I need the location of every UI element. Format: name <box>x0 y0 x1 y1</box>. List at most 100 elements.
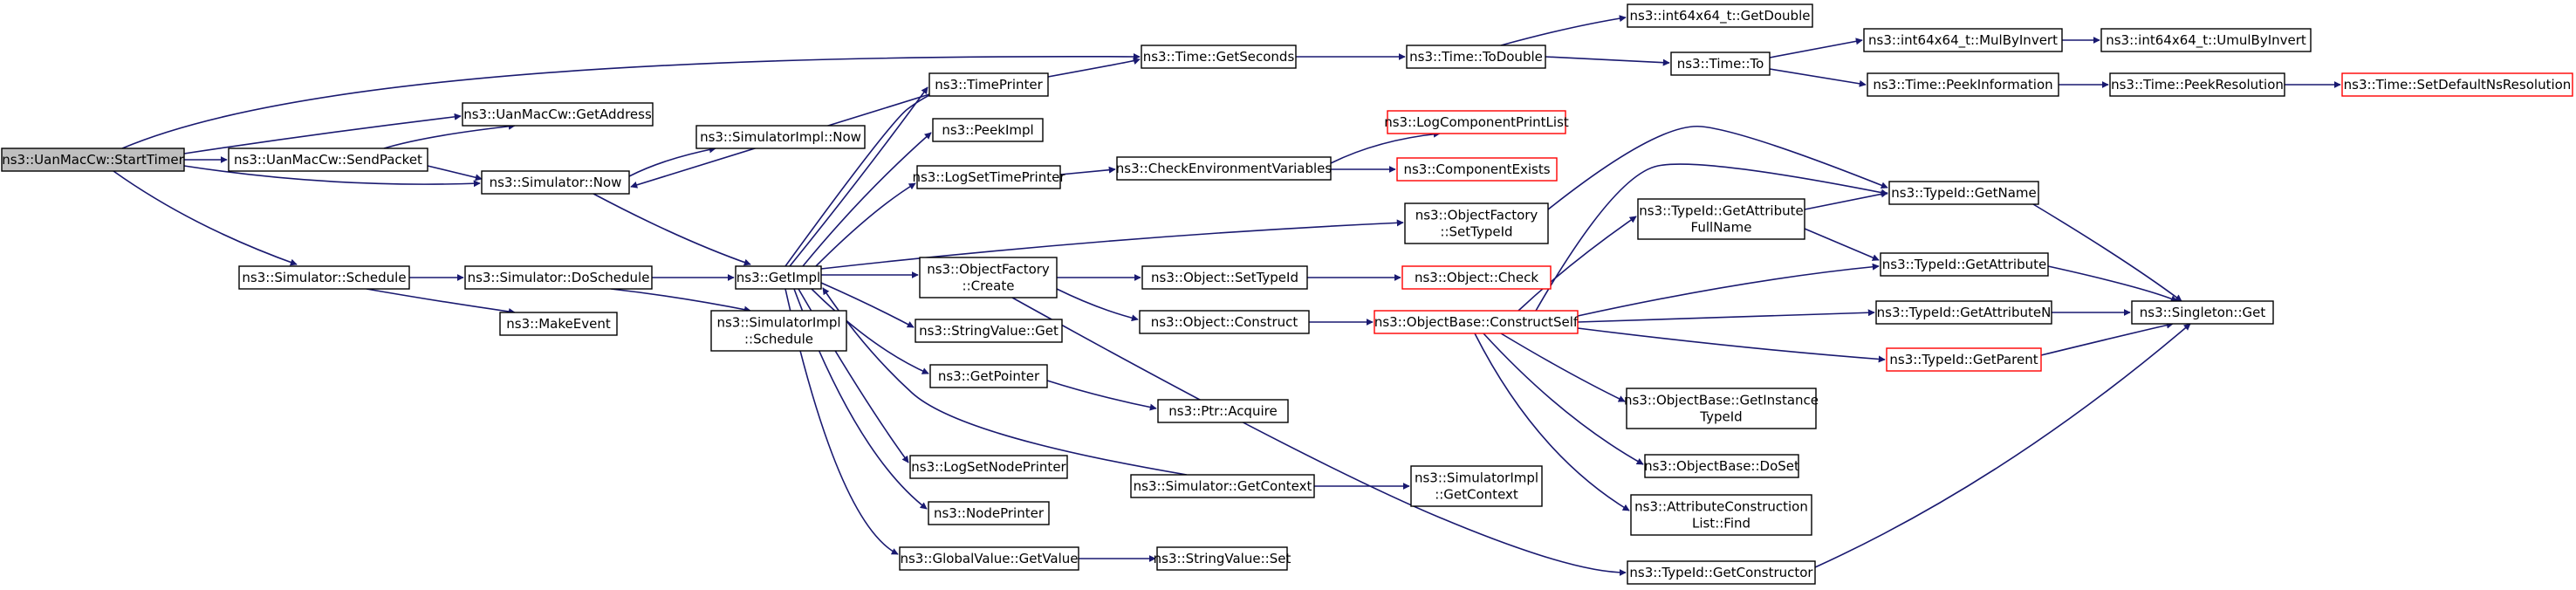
node-label: ns3::Object::SetTypeId <box>1151 270 1298 285</box>
node-n41[interactable]: ns3::int64x64_t::MulByInvert <box>1863 28 2063 52</box>
node-n14[interactable]: ns3::ObjectFactory::Create <box>919 257 1058 298</box>
node-box <box>481 170 630 195</box>
node-label: ns3::TimePrinter <box>935 77 1043 93</box>
node-label: ns3::UanMacCw::StartTimer <box>2 152 184 168</box>
edge-n35-to-n41 <box>1769 38 1863 58</box>
edge-n4-to-n10 <box>593 193 751 266</box>
node-n19[interactable]: ns3::GlobalValue::GetValue <box>899 546 1079 571</box>
nodes-layer: ns3::UanMacCw::StartTimer ns3::UanMacCw::… <box>1 3 2573 585</box>
node-n38[interactable]: ns3::ObjectBase::DoSet <box>1644 454 1799 478</box>
node-box <box>1141 265 1308 290</box>
node-n24[interactable]: ns3::Object::Construct <box>1139 310 1310 334</box>
edge-n2-to-n3 <box>383 122 516 149</box>
node-n23[interactable]: ns3::Object::SetTypeId <box>1141 265 1308 290</box>
edge-n4-to-n5 <box>628 146 716 177</box>
node-n20[interactable]: ns3::Time::GetSeconds <box>1141 45 1297 69</box>
node-n13[interactable]: ns3::LogSetTimePrinter <box>912 165 1065 189</box>
node-label: ns3::Time::To <box>1677 56 1764 72</box>
node-n16[interactable]: ns3::GetPointer <box>929 364 1048 388</box>
node-label: ::GetContext <box>1435 487 1518 503</box>
node-n44[interactable]: ns3::TypeId::GetAttribute <box>1880 252 2049 277</box>
node-n35[interactable]: ns3::Time::To <box>1670 51 1771 76</box>
node-n9[interactable]: ns3::SimulatorImpl::Schedule <box>710 310 847 352</box>
node-label: ns3::GetPointer <box>938 368 1040 384</box>
node-n50[interactable]: ns3::Time::SetDefaultNsResolution <box>2341 72 2573 97</box>
node-label: ns3::UanMacCw::SendPacket <box>234 152 422 168</box>
node-label: ns3::NodePrinter <box>934 505 1045 521</box>
node-n6[interactable]: ns3::Simulator::Schedule <box>238 265 410 290</box>
node-label: ns3::Time::ToDouble <box>1409 49 1543 65</box>
node-n7[interactable]: ns3::Simulator::DoSchedule <box>464 265 653 290</box>
node-box <box>929 364 1048 388</box>
node-n31[interactable]: ns3::Object::Check <box>1401 265 1552 290</box>
node-label: List::Find <box>1692 516 1750 532</box>
node-n32[interactable]: ns3::ObjectBase::ConstructSelf <box>1374 310 1579 334</box>
node-n10[interactable]: ns3::GetImpl <box>735 265 822 290</box>
node-label: ns3::Simulator::Schedule <box>242 270 406 285</box>
edge-n22-to-n43 <box>1547 126 1888 210</box>
node-box <box>1410 465 1543 507</box>
node-label: ns3::StringValue::Set <box>1154 551 1291 566</box>
node-n1[interactable]: ns3::UanMacCw::StartTimer <box>1 148 185 172</box>
node-box <box>1644 454 1799 478</box>
node-box <box>695 125 866 149</box>
edge-n35-to-n42 <box>1769 68 1867 87</box>
node-n34[interactable]: ns3::int64x64_t::GetDouble <box>1627 3 1813 28</box>
node-n42[interactable]: ns3::Time::PeekInformation <box>1867 72 2059 97</box>
node-n48[interactable]: ns3::Time::PeekResolution <box>2109 72 2285 97</box>
node-label: ::Create <box>963 278 1015 294</box>
node-label: ns3::SimulatorImpl <box>716 315 840 331</box>
node-n15[interactable]: ns3::StringValue::Get <box>915 319 1063 343</box>
node-label: ns3::StringValue::Get <box>919 323 1058 339</box>
edge-n26-to-n10 <box>822 287 1188 476</box>
node-n25[interactable]: ns3::Ptr::Acquire <box>1157 399 1289 423</box>
edge-n32-to-n44 <box>1577 263 1880 317</box>
node-label: ns3::int64x64_t::MulByInvert <box>1868 32 2058 49</box>
node-box <box>928 501 1050 525</box>
node-box <box>1130 474 1315 498</box>
node-box <box>1157 399 1289 423</box>
node-n4[interactable]: ns3::Simulator::Now <box>481 170 630 195</box>
node-n43[interactable]: ns3::TypeId::GetName <box>1888 181 2039 205</box>
node-n47[interactable]: ns3::int64x64_t::UmulByInvert <box>2100 28 2312 52</box>
node-label: ns3::Simulator::GetContext <box>1134 478 1312 494</box>
node-box <box>2341 72 2573 97</box>
node-n3[interactable]: ns3::UanMacCw::GetAddress <box>462 102 654 127</box>
node-n49[interactable]: ns3::Singleton::Get <box>2131 300 2274 325</box>
node-n33[interactable]: ns3::SimulatorImpl::GetContext <box>1410 465 1543 507</box>
node-box <box>1406 45 1546 69</box>
node-n17[interactable]: ns3::LogSetNodePrinter <box>909 455 1068 479</box>
edge-n1-to-n20 <box>121 52 1141 149</box>
node-n27[interactable]: ns3::StringValue::Set <box>1154 546 1291 571</box>
node-n29[interactable]: ns3::LogComponentPrintList <box>1384 110 1569 134</box>
node-n26[interactable]: ns3::Simulator::GetContext <box>1130 474 1315 498</box>
node-box <box>1387 110 1566 134</box>
node-n18[interactable]: ns3::NodePrinter <box>928 501 1050 525</box>
node-n2[interactable]: ns3::UanMacCw::SendPacket <box>228 148 428 172</box>
node-n12[interactable]: ns3::PeekImpl <box>932 118 1044 142</box>
node-n30[interactable]: ns3::ComponentExists <box>1396 157 1558 182</box>
edge-n16-to-n25 <box>1046 380 1157 411</box>
node-n46[interactable]: ns3::TypeId::GetParent <box>1886 347 2042 372</box>
node-label: ns3::Ptr::Acquire <box>1168 403 1277 419</box>
edge-n10-to-n12 <box>802 132 932 267</box>
node-n28[interactable]: ns3::Time::ToDouble <box>1406 45 1546 69</box>
node-label: ns3::Simulator::Now <box>490 175 622 190</box>
node-n11[interactable]: ns3::TimePrinter <box>928 72 1049 97</box>
node-box <box>735 265 822 290</box>
edge-n36-to-n44 <box>1804 228 1880 261</box>
node-box <box>462 102 654 127</box>
node-label: ns3::TypeId::GetName <box>1891 185 2036 201</box>
node-n22[interactable]: ns3::ObjectFactory::SetTypeId <box>1404 202 1549 244</box>
node-box <box>1156 546 1288 571</box>
node-n5[interactable]: ns3::SimulatorImpl::Now <box>695 125 866 149</box>
node-n40[interactable]: ns3::TypeId::GetConstructor <box>1627 560 1816 585</box>
node-n45[interactable]: ns3::TypeId::GetAttributeN <box>1875 300 2052 325</box>
node-label: ns3::TypeId::GetAttribute <box>1639 203 1803 219</box>
node-n8[interactable]: ns3::MakeEvent <box>499 312 618 336</box>
node-n21[interactable]: ns3::CheckEnvironmentVariables <box>1116 156 1333 181</box>
